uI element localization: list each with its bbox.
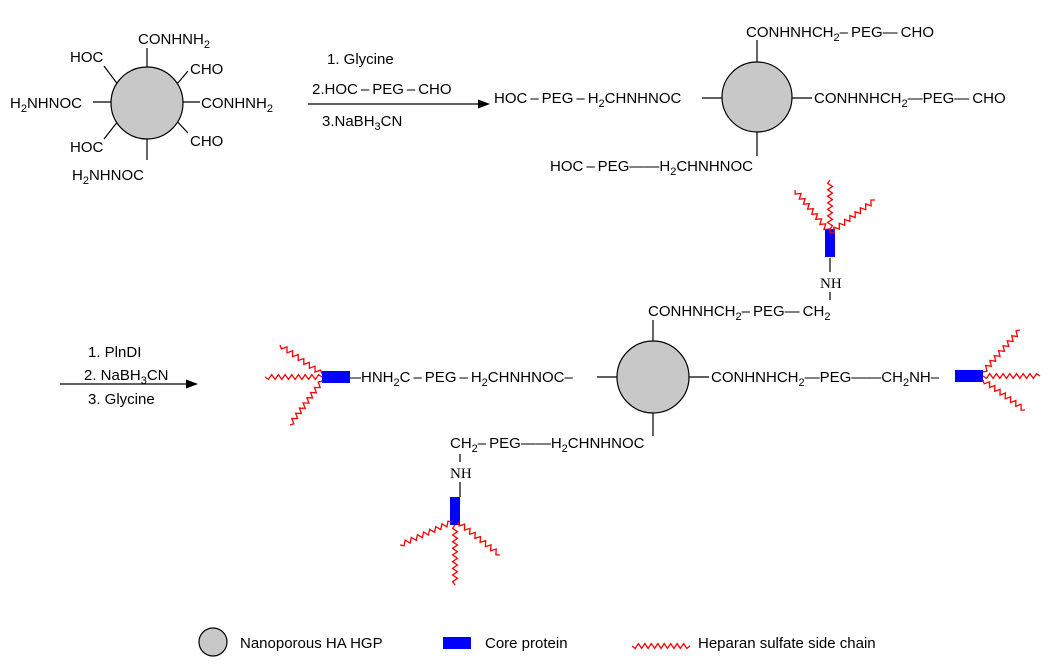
step2-reagent-1: 1. PlnDI <box>88 344 141 361</box>
step1-reagent-1: 1. Glycine <box>327 51 394 68</box>
start-lower-left-label: HOC <box>70 139 104 156</box>
mid-right-chain: CONHNHCH2—PEG— CHO <box>814 90 1006 110</box>
legend-nanoparticle-label: Nanoporous HA HGP <box>240 635 383 652</box>
final-right-chain: CONHNHCH2—PEG——CH2NH– <box>711 369 940 389</box>
step1-reaction-arrow: 1. Glycine 2.HOC – PEG – CHO 3.NaBH3CN <box>308 51 490 133</box>
start-top-label: CONHNH2 <box>138 31 210 51</box>
start-right-label: CONHNH2 <box>201 95 273 115</box>
arrow-head <box>186 379 198 389</box>
legend-core-protein-swatch <box>443 637 471 649</box>
mid-bottom-chain: HOC – PEG——H2CHNHNOC <box>550 158 753 178</box>
intermediate-nanoparticle-group: CONHNHCH2– PEG— CHO CONHNHCH2—PEG— CHO H… <box>494 24 1006 178</box>
step1-reagent-3: 3.NaBH3CN <box>322 113 402 133</box>
step1-reagent-2: 2.HOC – PEG – CHO <box>312 81 452 98</box>
final-conjugate-group: CONHNHCH2– PEG— CH2 NH CONHNHCH2—PEG——CH… <box>264 179 1041 650</box>
heparan-sulfate-chain <box>830 199 875 234</box>
heparan-sulfate-chain <box>457 521 501 556</box>
legend-core-protein-label: Core protein <box>485 635 568 652</box>
final-left-chain: —HNH2C – PEG – H2CHNHNOC– <box>346 369 573 389</box>
legend: Nanoporous HA HGP Core protein Heparan s… <box>198 627 876 657</box>
arrow-head <box>478 99 490 109</box>
heparan-sulfate-chain <box>289 380 323 426</box>
heparan-sulfate-chain <box>982 372 1041 380</box>
final-top-chain: CONHNHCH2– PEG— CH2 <box>648 303 830 323</box>
final-bottom-nh-label: NH <box>450 466 472 482</box>
heparan-sulfate-chains <box>264 179 1041 650</box>
final-bottom-chain: CH2– PEG——H2CHNHNOC <box>450 435 645 455</box>
start-lower-right-label: CHO <box>190 133 223 150</box>
heparan-sulfate-chain <box>264 373 323 381</box>
nanoparticle-sphere <box>616 340 690 414</box>
mid-top-chain: CONHNHCH2– PEG— CHO <box>746 24 934 44</box>
start-upper-right-label: CHO <box>190 61 223 78</box>
step2-reagent-3: 3. Glycine <box>88 391 155 408</box>
step2-reagent-2: 2. NaBH3CN <box>84 367 169 387</box>
heparan-sulfate-chain <box>399 520 453 547</box>
legend-nanoparticle-swatch <box>198 627 228 657</box>
core-protein-right <box>955 370 983 382</box>
nanoparticle-sphere <box>110 66 184 140</box>
final-top-nh-label: NH <box>820 276 842 292</box>
core-protein-top <box>825 229 835 257</box>
start-nanoparticle-group: CONHNH2 HOC CHO H2NHNOC CONHNH2 HOC CHO … <box>10 31 273 187</box>
core-protein-bottom <box>450 497 460 525</box>
step2-reaction-arrow: 1. PlnDI 2. NaBH3CN 3. Glycine <box>60 344 198 408</box>
heparan-sulfate-chain <box>279 344 323 375</box>
start-upper-left-label: HOC <box>70 49 104 66</box>
legend-heparan-sulfate-label: Heparan sulfate side chain <box>698 635 876 652</box>
heparan-sulfate-chain <box>982 379 1026 411</box>
heparan-sulfate-chain <box>794 189 831 234</box>
heparan-sulfate-chain <box>982 329 1021 373</box>
legend-heparan-sulfate-swatch <box>631 642 691 650</box>
heparan-sulfate-chain <box>826 179 834 230</box>
start-left-label: H2NHNOC <box>10 95 82 115</box>
heparan-sulfate-chain <box>451 524 459 586</box>
core-protein-left <box>322 371 350 383</box>
nanoparticle-sphere <box>721 61 793 133</box>
start-bottom-label: H2NHNOC <box>72 167 144 187</box>
mid-left-chain: HOC – PEG – H2CHNHNOC <box>494 90 682 110</box>
